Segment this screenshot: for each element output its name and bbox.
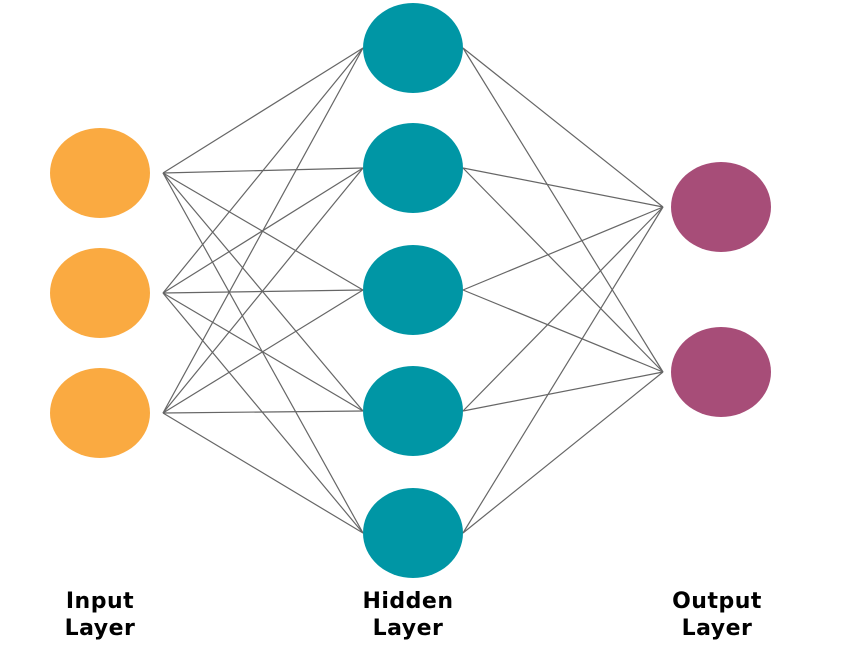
input-layer-node-1 [50, 128, 150, 218]
hidden-layer-node-5 [363, 488, 463, 578]
edge-hidden-layer-4-to-output-layer-2 [462, 371, 664, 412]
edge-hidden-layer-5-to-output-layer-2 [462, 371, 664, 534]
edge-hidden-layer-5-to-output-layer-1 [462, 206, 664, 534]
edge-hidden-layer-3-to-output-layer-2 [462, 289, 664, 373]
edge-hidden-layer-3-to-output-layer-1 [462, 206, 664, 291]
hidden-layer-node-3 [363, 245, 463, 335]
edge-hidden-layer-2-to-output-layer-1 [462, 167, 664, 208]
hidden-layer-label-line2: Layer [372, 616, 444, 641]
hidden-layer-label-line1: Hidden [362, 589, 454, 614]
edge-input-layer-2-to-hidden-layer-1 [162, 47, 364, 294]
hidden-layer-node-4 [363, 366, 463, 456]
input-layer-label-line1: Input [65, 589, 135, 614]
edge-input-layer-3-to-hidden-layer-2 [162, 167, 364, 414]
edge-input-layer-2-to-hidden-layer-5 [162, 292, 364, 534]
output-layer-node-2 [671, 327, 771, 417]
output-layer-label-line1: Output [672, 589, 762, 614]
edge-hidden-layer-4-to-output-layer-1 [462, 206, 664, 412]
edge-input-layer-3-to-hidden-layer-1 [162, 47, 364, 414]
input-layer-node-3 [50, 368, 150, 458]
output-layer-node-1 [671, 162, 771, 252]
edge-hidden-layer-1-to-output-layer-1 [462, 47, 664, 208]
edge-input-layer-3-to-hidden-layer-5 [162, 412, 364, 534]
input-layer-label-line2: Layer [64, 616, 136, 641]
output-layer-label-line2: Layer [681, 616, 753, 641]
input-layer-label: Input Layer [65, 588, 136, 642]
edge-hidden-layer-2-to-output-layer-2 [462, 167, 664, 373]
hidden-layer-node-2 [363, 123, 463, 213]
hidden-layer-label: Hidden Layer [362, 588, 453, 642]
edge-input-layer-2-to-hidden-layer-3 [162, 289, 364, 294]
edge-hidden-layer-1-to-output-layer-2 [462, 47, 664, 373]
edge-input-layer-1-to-hidden-layer-5 [162, 172, 364, 534]
output-layer-label: Output Layer [672, 588, 762, 642]
hidden-layer-node-1 [363, 3, 463, 93]
edge-input-layer-1-to-hidden-layer-1 [162, 47, 364, 174]
input-layer-node-2 [50, 248, 150, 338]
edge-input-layer-3-to-hidden-layer-3 [162, 289, 364, 414]
edge-input-layer-3-to-hidden-layer-4 [162, 410, 364, 414]
